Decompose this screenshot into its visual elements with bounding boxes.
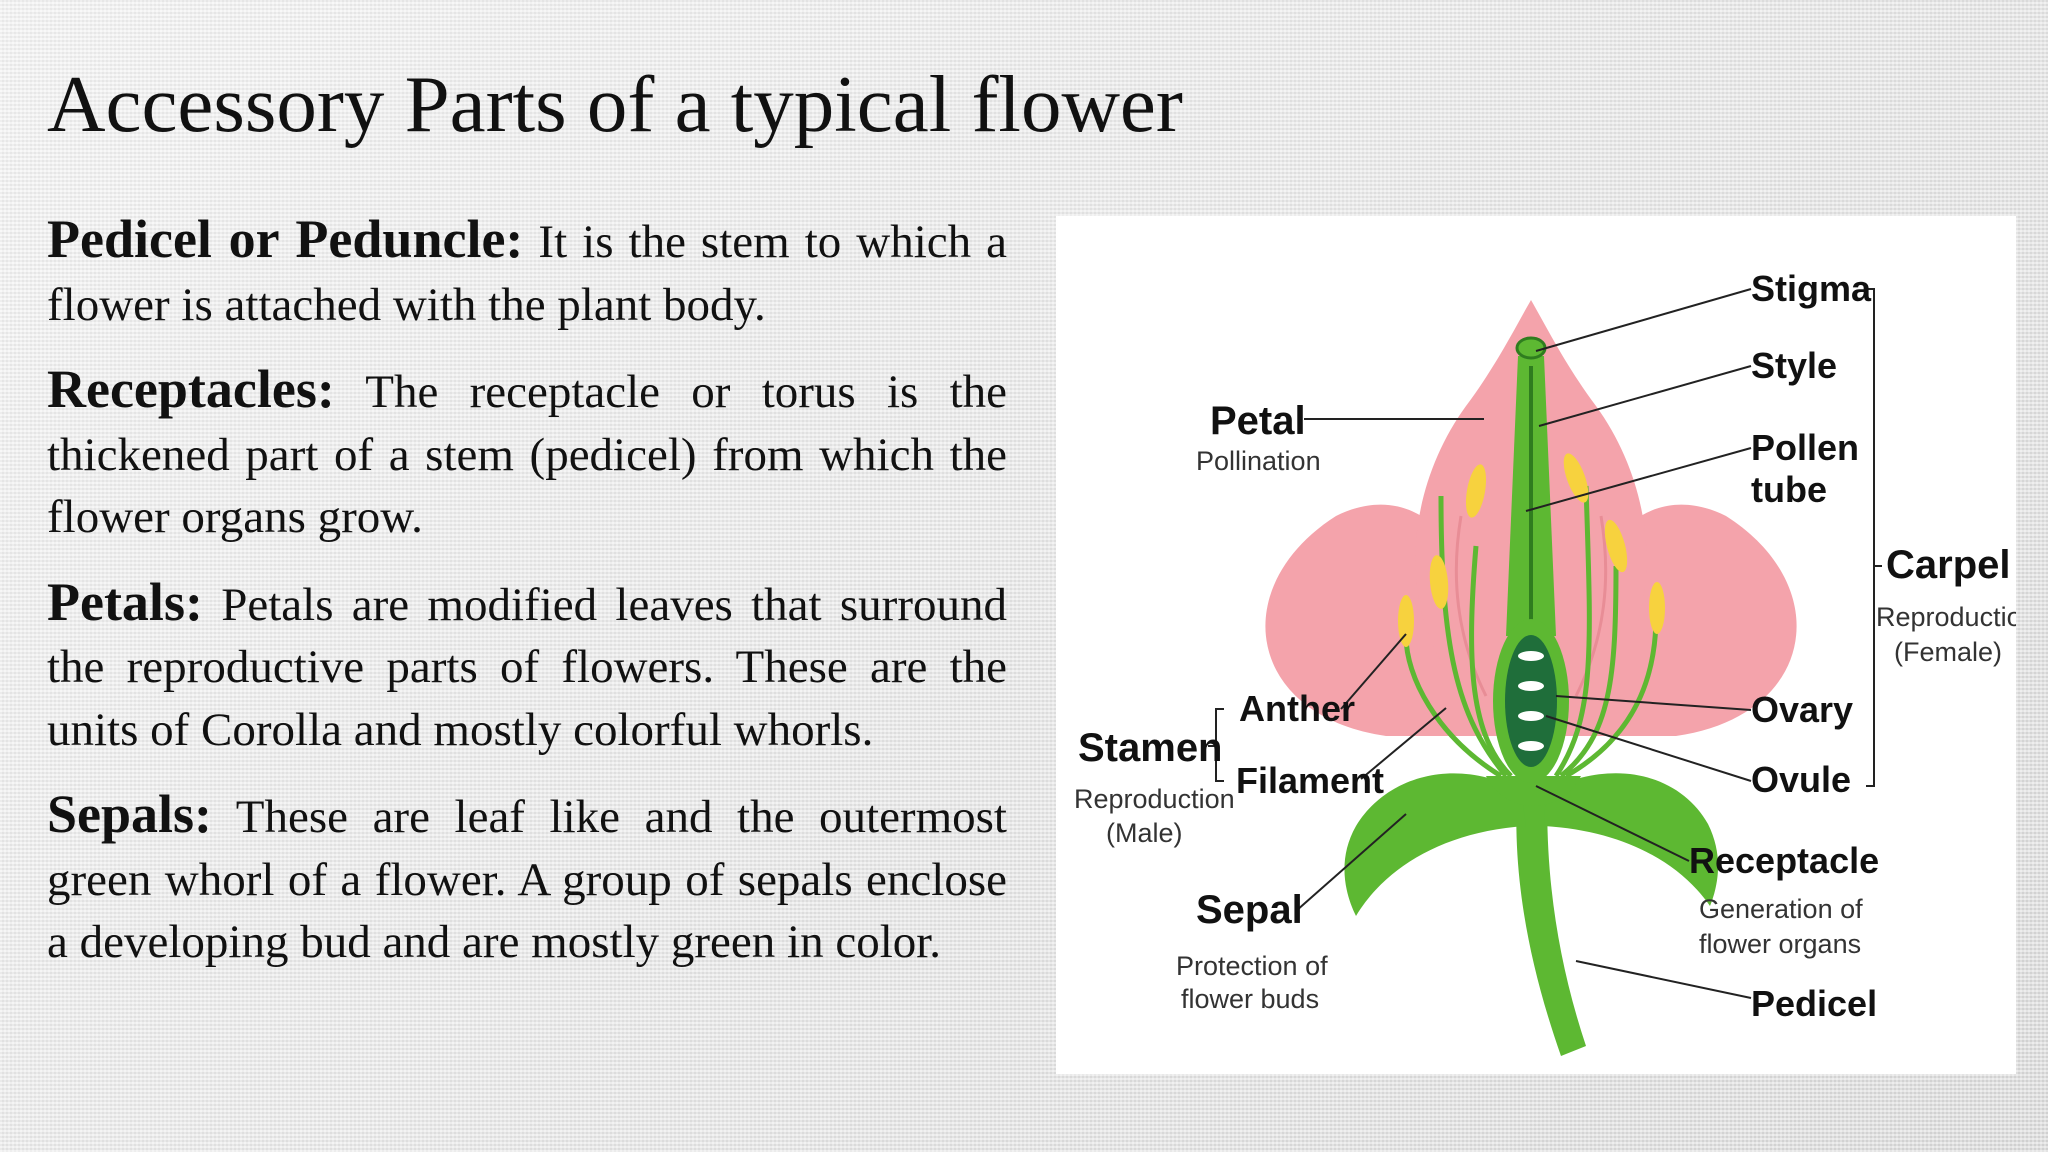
sepal-left <box>1344 773 1526 916</box>
petal-edge-left <box>1454 515 1488 697</box>
label-petal-note: Pollination <box>1196 446 1321 476</box>
label-stamen-note-2: (Male) <box>1106 818 1183 848</box>
leader-pedicel <box>1575 960 1752 999</box>
filament-1 <box>1403 635 1503 779</box>
flower-diagram-panel: Stigma Style Pollen tube Carpel Reproduc… <box>1056 216 2016 1074</box>
text-receptacles: The receptacle or torus is the thickened… <box>47 366 1007 543</box>
ovules <box>1518 651 1544 751</box>
label-ovule: Ovule <box>1751 759 1851 800</box>
leader-pollen-tube <box>1525 447 1752 512</box>
receptacle-base <box>1486 776 1581 806</box>
term-receptacles: Receptacles: <box>47 359 335 419</box>
anthers <box>1398 453 1665 647</box>
ovule-1 <box>1518 651 1544 661</box>
leader-ovary <box>1555 695 1752 711</box>
filament-2 <box>1438 495 1508 778</box>
leader-stigma <box>1535 288 1752 352</box>
label-sepal-note-2: flower buds <box>1181 984 1319 1014</box>
label-style: Style <box>1751 345 1837 386</box>
ovary-inner <box>1505 635 1557 767</box>
label-tube: tube <box>1751 469 1827 510</box>
label-stamen-note-1: Reproduction <box>1074 784 1235 814</box>
carpel-bracket <box>1866 288 1875 787</box>
text-petals: Petals are modified leaves that surround… <box>47 578 1007 756</box>
label-receptacle-note-2: flower organs <box>1699 929 1861 959</box>
anther-5 <box>1604 519 1628 573</box>
label-carpel-note-1: Reproduction <box>1876 602 2016 632</box>
label-sepal-note-1: Protection of <box>1176 951 1328 981</box>
ovule-3 <box>1518 711 1544 721</box>
filament-4 <box>1553 485 1592 778</box>
label-filament: Filament <box>1236 760 1384 801</box>
label-pedicel: Pedicel <box>1751 983 1877 1024</box>
filament-3 <box>1469 545 1513 778</box>
filament-5 <box>1559 565 1619 778</box>
anther-6 <box>1649 582 1665 634</box>
leader-lines <box>1208 288 1882 999</box>
paragraph-receptacles: Receptacles: The receptacle or torus is … <box>47 358 1007 549</box>
pedicel-stem <box>1516 776 1586 1056</box>
slide-title: Accessory Parts of a typical flower <box>47 59 1183 149</box>
term-pedicel: Pedicel or Peduncle: <box>47 209 524 269</box>
label-ovary: Ovary <box>1751 689 1853 730</box>
label-stamen: Stamen <box>1078 726 1223 770</box>
leader-anther <box>1340 633 1407 710</box>
label-sepal: Sepal <box>1196 888 1303 932</box>
ovule-4 <box>1518 741 1544 751</box>
anther-4 <box>1563 453 1589 503</box>
label-pollen: Pollen <box>1751 427 1859 468</box>
label-petal: Petal <box>1210 399 1306 443</box>
stigma <box>1515 336 1547 360</box>
leader-ovule <box>1545 715 1752 782</box>
description-column: Pedicel or Peduncle: It is the stem to w… <box>47 208 1007 996</box>
label-receptacle: Receptacle <box>1689 840 1879 881</box>
anther-2 <box>1429 555 1449 609</box>
paragraph-sepals: Sepals: These are leaf like and the oute… <box>47 783 1007 974</box>
flower-diagram: Stigma Style Pollen tube Carpel Reproduc… <box>1074 268 2016 1056</box>
label-anther: Anther <box>1239 688 1355 729</box>
ovule-2 <box>1518 681 1544 691</box>
text-sepals: These are leaf like and the outermost gr… <box>47 791 1007 968</box>
label-carpel: Carpel <box>1886 543 2011 587</box>
label-carpel-note-2: (Female) <box>1894 637 2002 667</box>
leader-receptacle <box>1535 785 1690 862</box>
filaments <box>1403 485 1659 779</box>
anther-1 <box>1398 595 1414 647</box>
filament-6 <box>1564 615 1659 779</box>
term-petals: Petals: <box>47 571 203 632</box>
paragraph-petals: Petals: Petals are modified leaves that … <box>47 571 1007 762</box>
leader-style <box>1538 365 1752 427</box>
paragraph-pedicel: Pedicel or Peduncle: It is the stem to w… <box>47 208 1007 336</box>
anther-3 <box>1465 464 1487 518</box>
label-receptacle-note-1: Generation of <box>1699 894 1863 924</box>
leader-sepal <box>1295 813 1407 912</box>
leader-filament <box>1360 707 1447 780</box>
label-stigma: Stigma <box>1751 268 1872 309</box>
sepal-right <box>1544 773 1719 906</box>
text-pedicel: It is the stem to which a flower is atta… <box>47 216 1008 331</box>
term-sepals: Sepals: <box>47 784 213 844</box>
